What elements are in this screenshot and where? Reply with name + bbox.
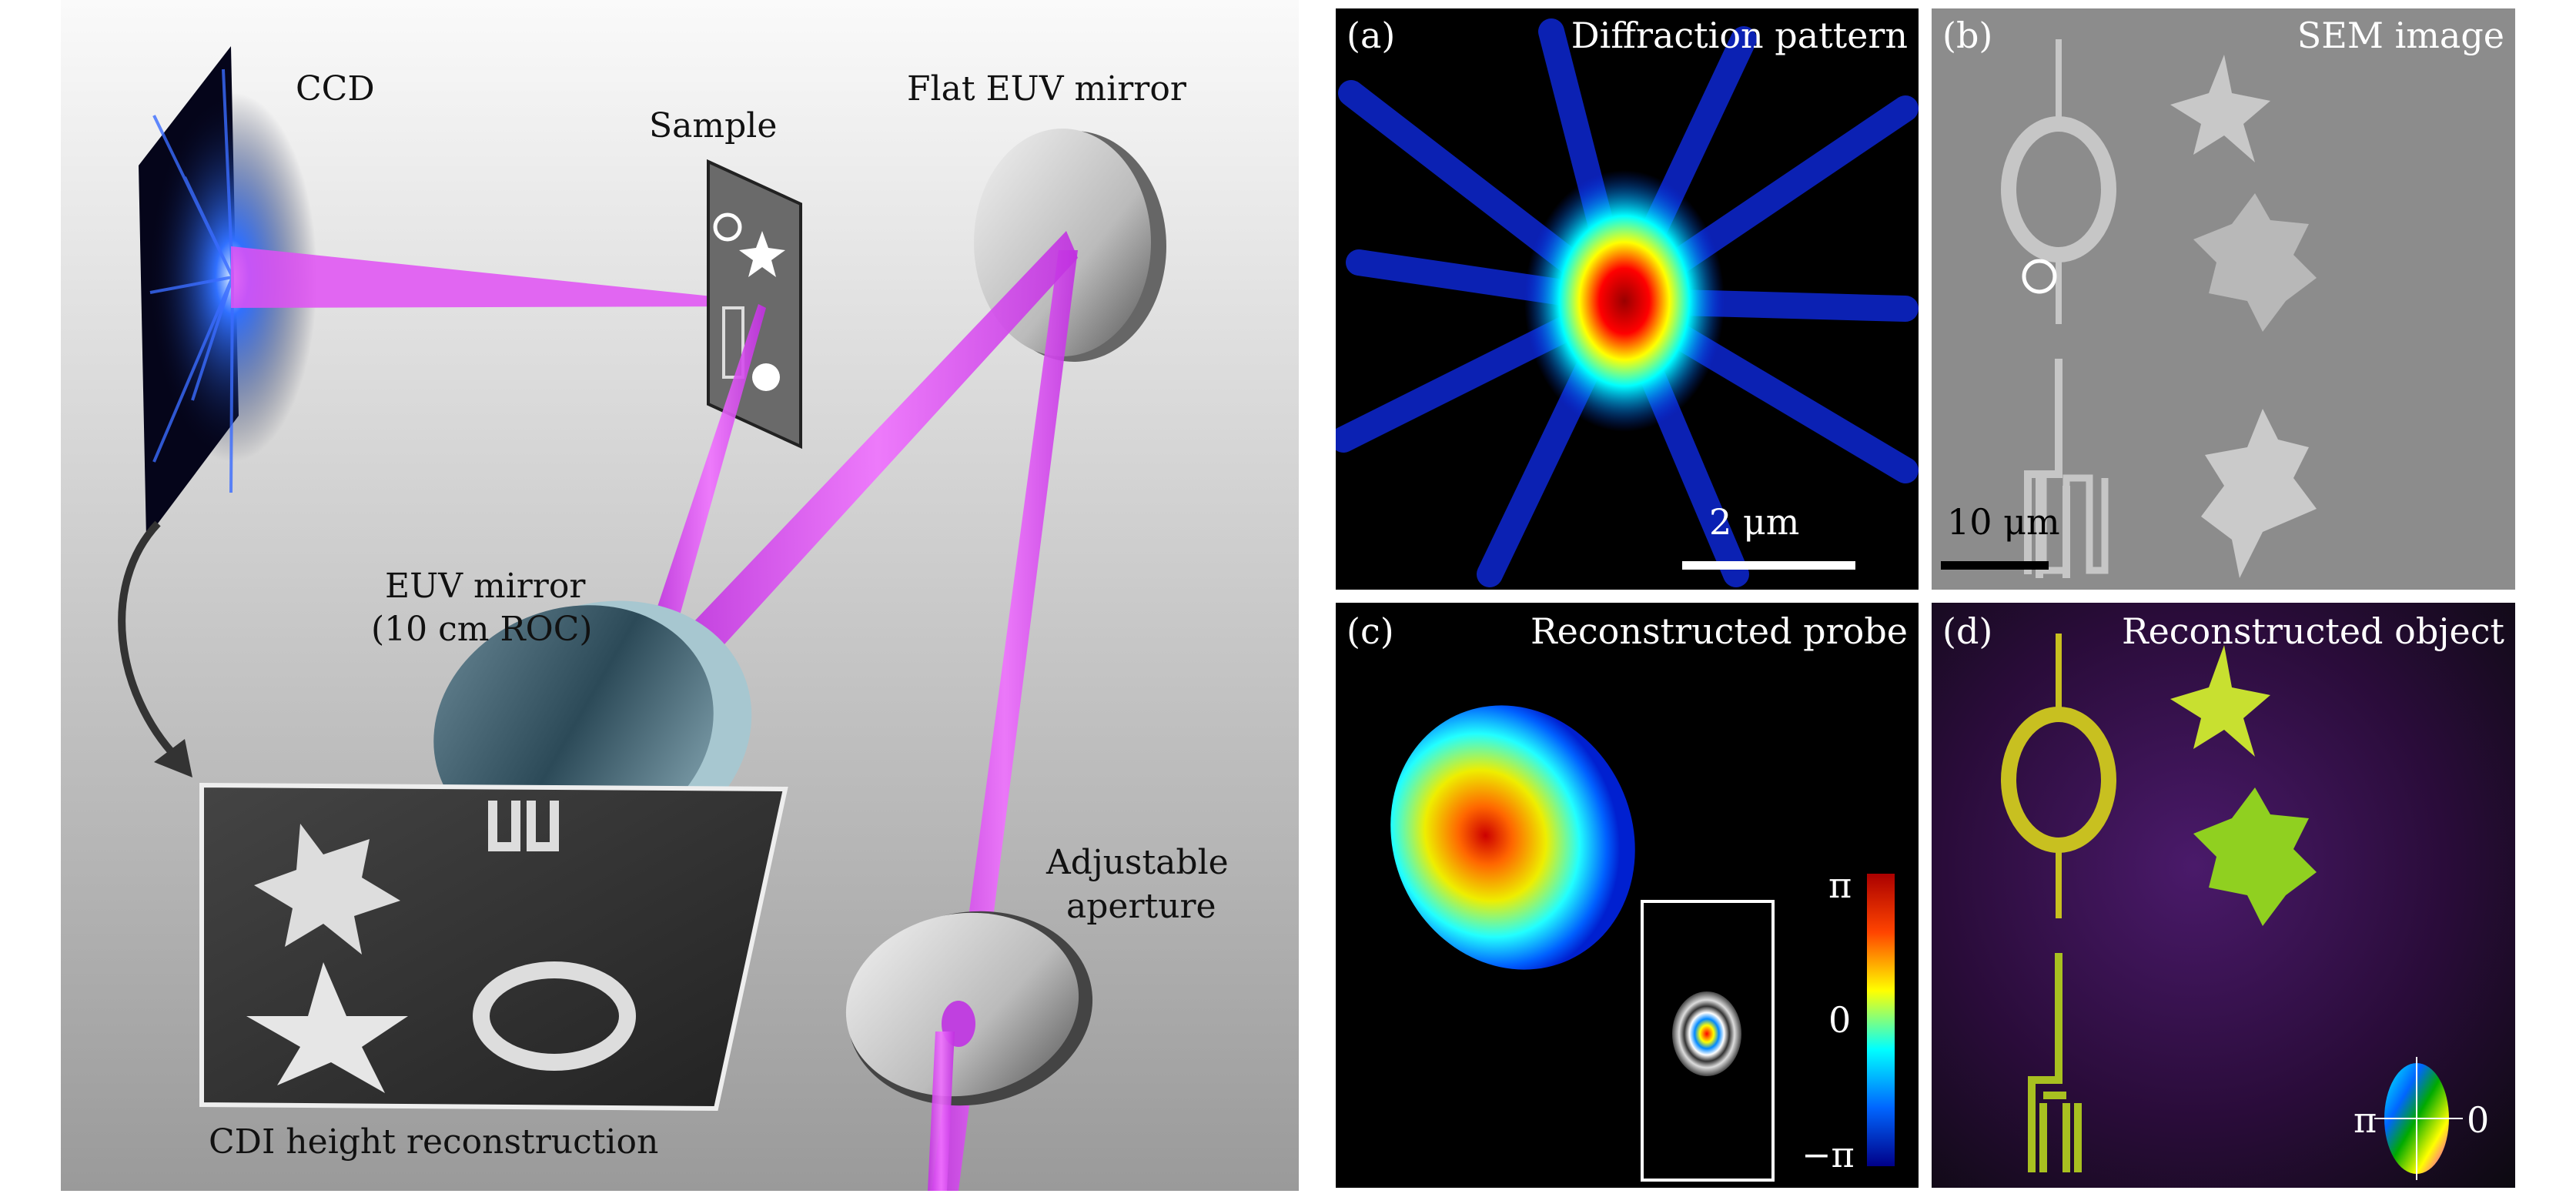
object-image — [2001, 634, 2463, 1180]
panel-c-title: Reconstructed probe — [1531, 610, 1908, 652]
label-cdi: CDI height reconstruction — [209, 1122, 658, 1162]
beam-flat-mirror-to-euv-mirror — [677, 231, 1078, 662]
panel-d-title: Reconstructed object — [2121, 610, 2504, 652]
colorbar-min-label: −π — [1802, 1134, 1855, 1175]
probe-inset — [1641, 900, 1775, 1182]
label-euv-mirror-roc: (10 cm ROC) — [371, 610, 593, 649]
panel-a-scalebar — [1682, 561, 1855, 570]
panel-a-title: Diffraction pattern — [1571, 15, 1908, 56]
setup-diagram: CCD Sample Flat EUV mirror EUV mirror (1… — [61, 0, 1299, 1191]
panel-a-diffraction: (a) Diffraction pattern 2 μm — [1336, 8, 1919, 590]
panel-b-scalebar — [1941, 561, 2049, 570]
panel-b-scalebar-label: 10 μm — [1947, 501, 2060, 543]
label-euv-mirror: EUV mirror — [385, 567, 586, 606]
panel-a-scalebar-label: 2 μm — [1709, 501, 1800, 543]
label-ccd: CCD — [296, 69, 375, 109]
diffraction-image — [1336, 18, 1919, 587]
probe-image — [1390, 705, 1895, 1182]
sem-image — [2001, 39, 2317, 578]
beam-incoming — [928, 1031, 955, 1191]
panel-b-tag: (b) — [1942, 15, 1993, 56]
curved-arrow-icon — [118, 520, 192, 777]
beam-euv-mirror-to-sample — [654, 304, 766, 624]
ccd-detector — [139, 46, 317, 539]
beam-sample-to-ccd — [231, 246, 764, 308]
cdi-height-reconstruction — [199, 782, 788, 1112]
phase-colorbar — [1867, 874, 1895, 1166]
panel-b-sem: (b) SEM image 10 μm — [1932, 8, 2515, 590]
panel-a-tag: (a) — [1347, 15, 1396, 56]
sample — [707, 159, 802, 450]
label-sample: Sample — [649, 106, 777, 145]
panel-d-tag: (d) — [1942, 610, 1993, 652]
panel-c-tag: (c) — [1347, 610, 1394, 652]
adjustable-aperture — [845, 911, 1093, 1106]
colorbar-max-label: π — [1828, 864, 1852, 906]
panel-d-object: (d) Reconstructed object π 0 — [1932, 603, 2515, 1188]
wheel-left-label: π — [2354, 1099, 2377, 1141]
colorbar-mid-label: 0 — [1828, 999, 1852, 1041]
panel-b-title: SEM image — [2297, 15, 2504, 56]
label-aperture: Adjustable — [1045, 843, 1229, 882]
panel-c-probe: (c) Reconstructed probe π 0 −π — [1336, 603, 1919, 1188]
wheel-right-label: 0 — [2467, 1099, 2490, 1141]
setup-illustration: CCD Sample Flat EUV mirror EUV mirror (1… — [61, 0, 1299, 1191]
label-flat-euv-mirror: Flat EUV mirror — [907, 69, 1187, 109]
label-aperture-2: aperture — [1066, 887, 1216, 926]
